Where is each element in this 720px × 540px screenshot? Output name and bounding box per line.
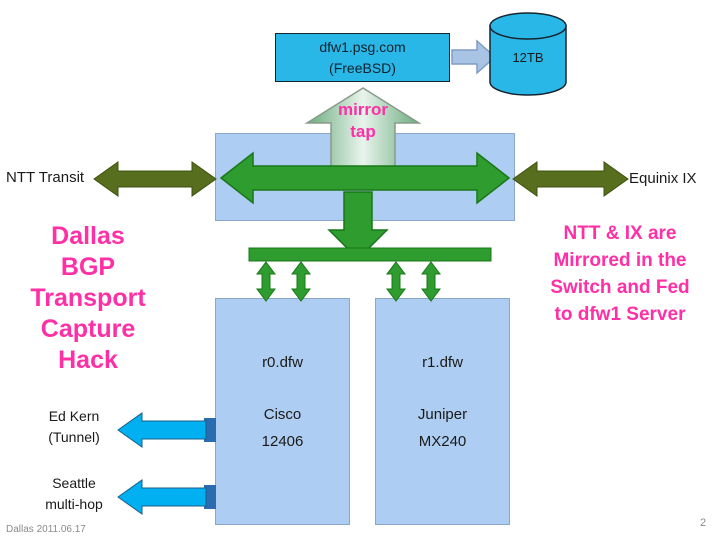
storage-arrow [451, 39, 497, 75]
tunnel-seattle-line2: multi-hop [45, 496, 103, 512]
router-link-arrow-4 [421, 261, 441, 302]
title-line-5: Hack [58, 346, 118, 374]
tunnel-seattle-line1: Seattle [52, 475, 96, 491]
mirror-note: NTT & IX are Mirrored in the Switch and … [524, 220, 716, 328]
tunnel-label-seattle: Seattle multi-hop [24, 473, 124, 515]
note-line-3: Switch and Fed [550, 277, 690, 298]
page-number: 2 [700, 517, 707, 529]
equinix-ix-label: Equinix IX [629, 170, 697, 187]
router-r1-vendor: Juniper [417, 406, 468, 423]
mirror-tap-line2: tap [350, 122, 376, 141]
title-line-1: Dallas [51, 222, 125, 250]
server-box: dfw1.psg.com (FreeBSD) [275, 33, 450, 82]
footer-date: Dallas 2011.06.17 [6, 524, 86, 535]
server-name: dfw1.psg.com [319, 39, 406, 56]
bus-bar [248, 247, 492, 262]
server-os: (FreeBSD) [329, 59, 396, 76]
tunnel-arrow-seattle [117, 479, 207, 515]
title-line-4: Capture [40, 315, 136, 343]
storage-label: 12TB [512, 50, 544, 65]
tunnel-ed-kern-line1: Ed Kern [48, 408, 100, 424]
equinix-ix-arrow [512, 161, 629, 197]
ntt-transit-arrow [93, 161, 217, 197]
mirror-tap-label: mirror tap [320, 99, 406, 143]
note-line-1: NTT & IX are [563, 223, 677, 244]
router-box-r1 [375, 298, 510, 525]
router-r0-name: r0.dfw [262, 354, 303, 371]
switch-box [215, 133, 515, 221]
note-line-4: to dfw1 Server [554, 304, 686, 325]
tunnel-ed-kern-line2: (Tunnel) [48, 429, 100, 445]
mirror-tap-line1: mirror [337, 100, 389, 119]
router-r0-model: 12406 [261, 433, 304, 450]
storage-cylinder-top [489, 12, 567, 40]
router-r0-vendor: Cisco [263, 406, 302, 423]
title-line-3: Transport [30, 284, 146, 312]
title-line-2: BGP [60, 253, 116, 281]
router-r1-name: r1.dfw [422, 354, 463, 371]
router-link-arrow-2 [291, 261, 311, 302]
slide-title: Dallas BGP Transport Capture Hack [8, 221, 168, 376]
router-r1-model: MX240 [418, 433, 467, 450]
tunnel-label-ed-kern: Ed Kern (Tunnel) [24, 406, 124, 448]
router-box-r0 [215, 298, 350, 525]
ntt-transit-label: NTT Transit [6, 169, 85, 186]
note-line-2: Mirrored in the [553, 250, 687, 271]
tunnel-arrow-ed-kern [117, 412, 207, 448]
router-link-arrow-3 [386, 261, 406, 302]
router-link-arrow-1 [256, 261, 276, 302]
